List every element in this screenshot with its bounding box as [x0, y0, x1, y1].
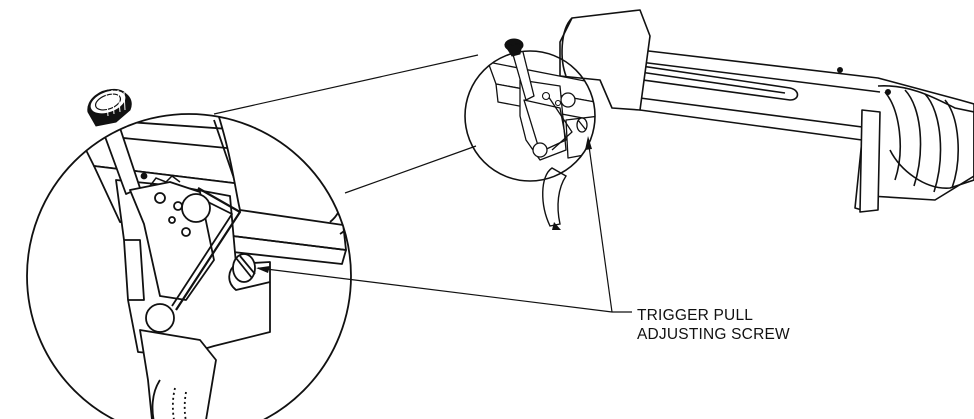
small-detail-circle	[464, 38, 596, 230]
lower-pin	[145, 303, 175, 333]
large-detail-circle	[26, 88, 352, 419]
rifle-action	[559, 9, 974, 213]
leader-lines	[257, 138, 632, 313]
safety-knob	[87, 88, 132, 127]
leader-arrowheads	[256, 136, 592, 273]
screw-callout-label: TRIGGER PULL ADJUSTING SCREW	[637, 306, 790, 344]
callout-line-2: ADJUSTING SCREW	[637, 326, 790, 343]
magnifier-lines	[213, 54, 479, 194]
upper-pin	[181, 193, 211, 223]
callout-line-1: TRIGGER PULL	[637, 307, 754, 324]
